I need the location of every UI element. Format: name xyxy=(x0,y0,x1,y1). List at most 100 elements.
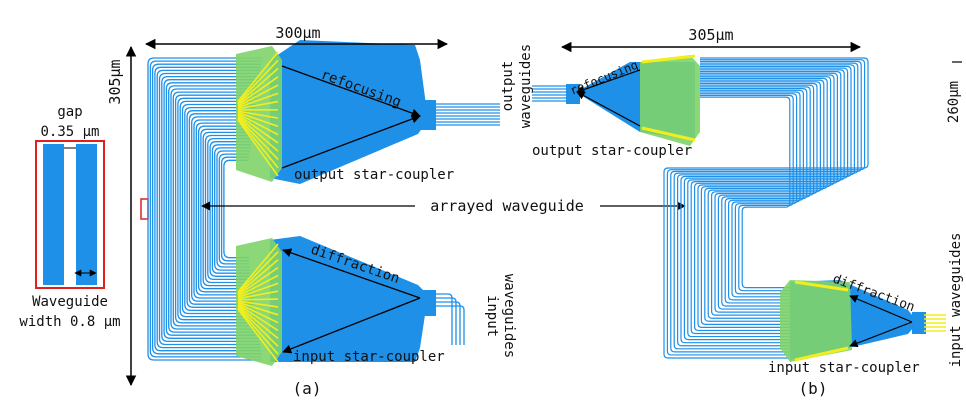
panel-a-arrayed-waveguides xyxy=(147,57,262,361)
arrayed-waveguide-path xyxy=(151,63,262,355)
taper-line xyxy=(237,84,279,107)
arrayed-waveguide-path xyxy=(181,103,256,315)
arrayed-waveguide-path xyxy=(170,88,258,330)
panel-a-height-label: 305μm xyxy=(106,59,124,104)
taper-line xyxy=(237,302,279,324)
arrayed-waveguide-path xyxy=(687,69,845,338)
arrayed-waveguide-path xyxy=(218,153,250,265)
panel-b-input-star-label: input star-coupler xyxy=(768,360,920,376)
panel-b-input-waveguides xyxy=(924,314,946,332)
arrayed-waveguide-path xyxy=(663,57,869,359)
waveguide-inset: gap 0.35 μm Waveguide width 0.8 μm xyxy=(19,104,120,330)
arrayed-waveguide-path xyxy=(179,100,257,318)
panel-b-caption: (b) xyxy=(799,379,828,398)
refocusing-arrow-bottom xyxy=(281,114,421,169)
arrayed-waveguide-path xyxy=(165,82,259,336)
panel-b-width-label: 305μm xyxy=(688,26,733,44)
arrayed-waveguide-path xyxy=(700,89,804,301)
taper-line xyxy=(237,243,279,293)
width-label: Waveguide xyxy=(32,294,108,310)
taper-line xyxy=(237,290,279,300)
arrayed-waveguide-path xyxy=(214,147,251,271)
taper-line xyxy=(237,112,279,136)
panel-a-input-star-coupler xyxy=(236,236,436,366)
arrayed-waveguide-path xyxy=(186,110,256,308)
arrayed-waveguide-path xyxy=(220,156,250,262)
inset-location-marker xyxy=(140,198,149,220)
arrayed-waveguide-path xyxy=(147,57,262,361)
arrayed-waveguide-path xyxy=(197,125,254,293)
panel-a-caption: (a) xyxy=(293,379,322,398)
panel-b-height-label: 260μm xyxy=(946,81,962,123)
arrayed-waveguide-path xyxy=(673,62,859,350)
taper-line xyxy=(237,282,279,299)
taper-line xyxy=(237,274,279,298)
arrayed-waveguide-path xyxy=(700,96,791,289)
inset-frame xyxy=(35,140,105,289)
arrayed-waveguide-path xyxy=(191,116,255,302)
panel-b-diffraction-arrow-bottom xyxy=(849,321,913,348)
panel-a-input-waveguides xyxy=(436,293,465,345)
arrayed-waveguide-path xyxy=(666,59,866,356)
arrayed-waveguide-path xyxy=(172,91,258,327)
panel-a: 300μm 305μm refocusing output star-coupl… xyxy=(106,24,517,398)
panel-a-output-star-coupler xyxy=(236,40,436,184)
arrayed-waveguide-path xyxy=(680,65,852,344)
taper-line xyxy=(237,307,279,355)
taper-line xyxy=(237,303,279,332)
arrayed-waveguide-path xyxy=(184,106,256,312)
arrayed-waveguide-path xyxy=(200,128,253,290)
taper-line xyxy=(237,51,279,102)
input-waveguide xyxy=(436,305,465,345)
taper-line xyxy=(237,76,279,106)
arrayed-waveguide-path xyxy=(700,86,811,307)
panel-a-output-star-label: output star-coupler xyxy=(294,167,454,183)
panel-a-input-label-2: waveguides xyxy=(501,274,517,358)
panel-a-input-label-1: input xyxy=(484,295,500,337)
panel-b-input-label: input waveguides xyxy=(948,233,964,368)
arrayed-waveguide-path xyxy=(677,64,855,347)
taper-line xyxy=(237,59,279,104)
panel-a-output-waveguides xyxy=(436,103,500,126)
taper-line xyxy=(237,301,279,316)
arrayed-waveguide-annotation: arrayed waveguide xyxy=(201,197,686,215)
diffraction-arrow-bottom xyxy=(282,297,421,354)
arrayed-waveguide-path xyxy=(690,71,842,335)
gap-label: gap xyxy=(57,104,82,120)
gap-value: 0.35 μm xyxy=(40,124,99,140)
arrayed-waveguide-path xyxy=(158,72,260,346)
taper-line xyxy=(237,266,279,296)
arrayed-waveguide-path xyxy=(700,88,808,304)
arrayed-waveguide-path xyxy=(216,150,250,268)
taper-line xyxy=(237,305,279,340)
arrayed-waveguide-path xyxy=(195,122,254,296)
taper-line xyxy=(237,116,279,161)
taper-line xyxy=(237,92,279,109)
panel-a-width-label: 300μm xyxy=(275,24,320,42)
taper-line xyxy=(237,306,279,347)
refocusing-arrow-top xyxy=(281,65,421,118)
arrayed-waveguide-path xyxy=(154,66,261,352)
panel-b-output-star-label: output star-coupler xyxy=(532,143,692,159)
taper-line xyxy=(237,300,279,308)
arrayed-waveguide-path xyxy=(174,94,258,324)
taper-line xyxy=(237,110,279,119)
arrayed-waveguide-path xyxy=(211,144,251,274)
panel-a-input-star-label: input star-coupler xyxy=(293,349,445,365)
arrayed-waveguide-path xyxy=(223,159,249,259)
arrayed-waveguide-path xyxy=(161,75,260,343)
arrayed-waveguide-path xyxy=(697,74,835,328)
taper-line xyxy=(237,298,279,301)
arrayed-waveguide-label: arrayed waveguide xyxy=(430,197,584,215)
arrayed-waveguide-path xyxy=(188,113,255,305)
taper-line xyxy=(237,67,279,105)
arrayed-waveguide-path xyxy=(700,77,828,322)
arrayed-waveguide-path xyxy=(168,85,259,333)
panel-b-arrayed-waveguides xyxy=(663,57,869,359)
panel-b-input-star-coupler xyxy=(780,280,926,362)
arrayed-waveguide-path xyxy=(700,84,815,310)
input-waveguide xyxy=(436,297,457,345)
panel-b-refocus-arrow-bottom xyxy=(576,91,641,127)
arrayed-waveguide-path xyxy=(694,72,838,332)
